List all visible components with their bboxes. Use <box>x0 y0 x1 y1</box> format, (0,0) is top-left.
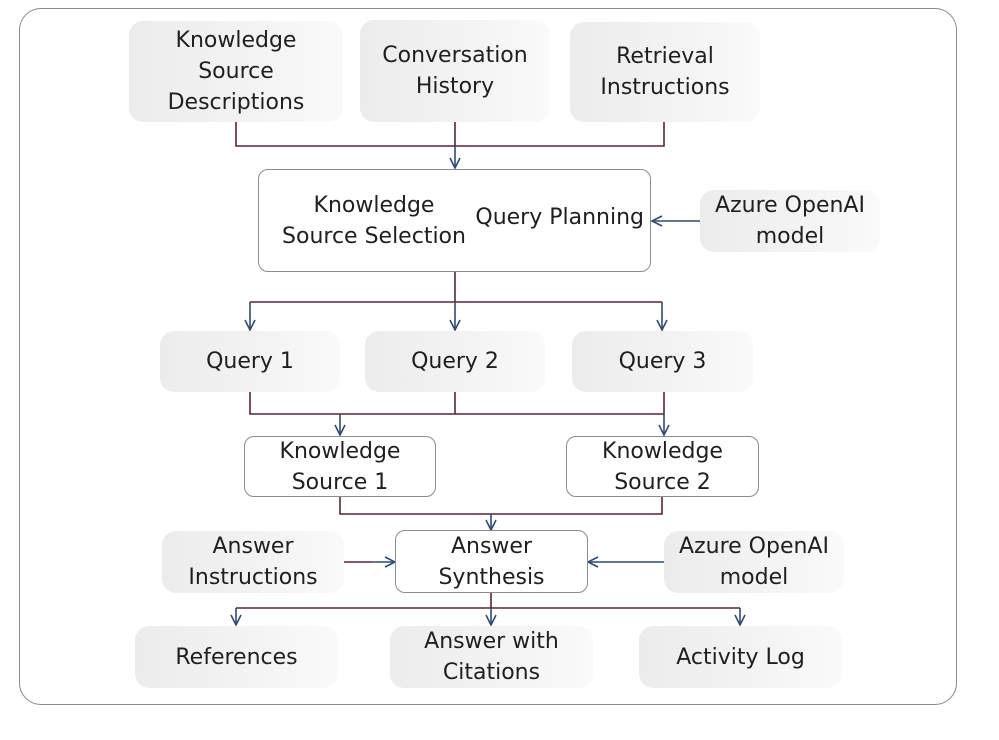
activity-log-node: Activity Log <box>639 626 842 688</box>
knowledge-source-1-node: Knowledge Source 1 <box>244 436 436 497</box>
retrieval-instructions-node: Retrieval Instructions <box>570 22 760 122</box>
knowledge-source-descriptions-node: Knowledge Source Descriptions <box>129 21 343 122</box>
azure-openai-model-node-top: Azure OpenAI model <box>700 190 880 252</box>
planning-node: Knowledge Source Selection Query Plannin… <box>258 169 651 272</box>
query-2-node: Query 2 <box>365 331 545 392</box>
knowledge-source-selection-label: Knowledge Source Selection <box>282 193 466 249</box>
answer-instructions-node: Answer Instructions <box>162 531 344 593</box>
answer-synthesis-node: Answer Synthesis <box>395 530 588 593</box>
azure-openai-model-node-bottom: Azure OpenAI model <box>664 531 844 593</box>
inputs-merge-line <box>235 122 665 147</box>
knowledge-source-2-node: Knowledge Source 2 <box>566 436 759 497</box>
query-1-node: Query 1 <box>160 331 340 392</box>
query-3-node: Query 3 <box>572 331 753 392</box>
answer-with-citations-node: Answer with Citations <box>390 626 593 688</box>
query-planning-label: Query Planning <box>475 205 644 230</box>
conversation-history-node: Conversation History <box>360 20 550 122</box>
references-node: References <box>135 626 338 688</box>
